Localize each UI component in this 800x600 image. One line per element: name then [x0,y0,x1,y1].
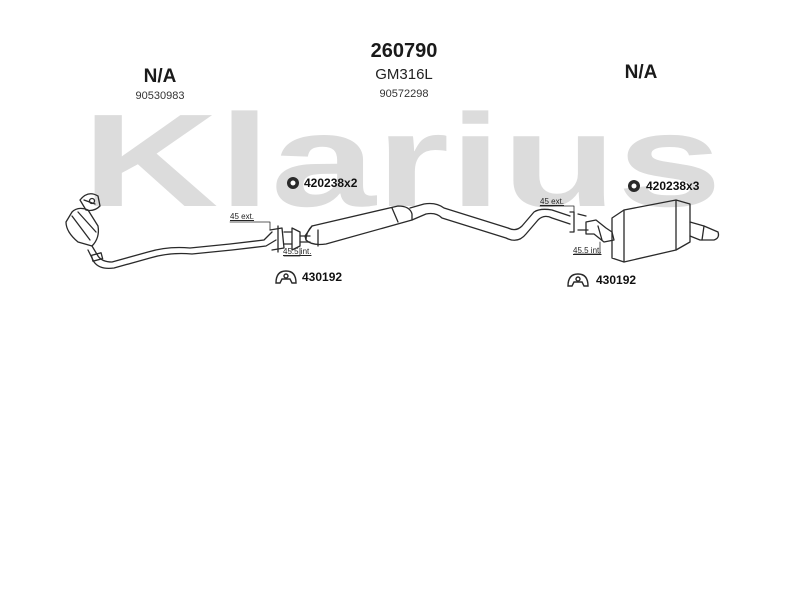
main-oe-number: 90572298 [379,88,429,100]
rear-joint [569,211,615,243]
dimension-leaders [229,205,601,257]
rubber-rear-label: 430192 [596,273,637,287]
rubber-mount-icon [567,273,589,287]
klarius-watermark: Klarius [82,104,722,214]
rear-silencer [611,199,720,263]
front-downpipe-catalyst [65,193,277,270]
rubber-mount-icon [275,270,297,284]
main-part-number: 260790 [370,40,438,62]
centre-silencer [304,205,413,247]
front-ext-dimension: 45 ext. [230,212,255,221]
clamp-rear-label: 420238x3 [646,179,700,193]
right-section-label: N/A [624,62,658,83]
rear-int-dimension: 45.5 int. [573,246,602,255]
rubber-mid-label: 430192 [302,270,343,284]
left-oe-number: 90530983 [135,90,185,102]
left-section-label: N/A [143,66,177,87]
pipe-clamp-icon [628,180,640,192]
front-int-dimension: 45.5 int. [283,247,312,256]
rear-ext-dimension: 45 ext. [540,197,565,206]
kit-code: GM316L [375,66,433,83]
mid-pipe [409,202,571,241]
clamp-mid-label: 420238x2 [304,176,358,190]
pipe-clamp-icon [287,177,299,189]
watermark-text: Klarius [82,104,722,214]
